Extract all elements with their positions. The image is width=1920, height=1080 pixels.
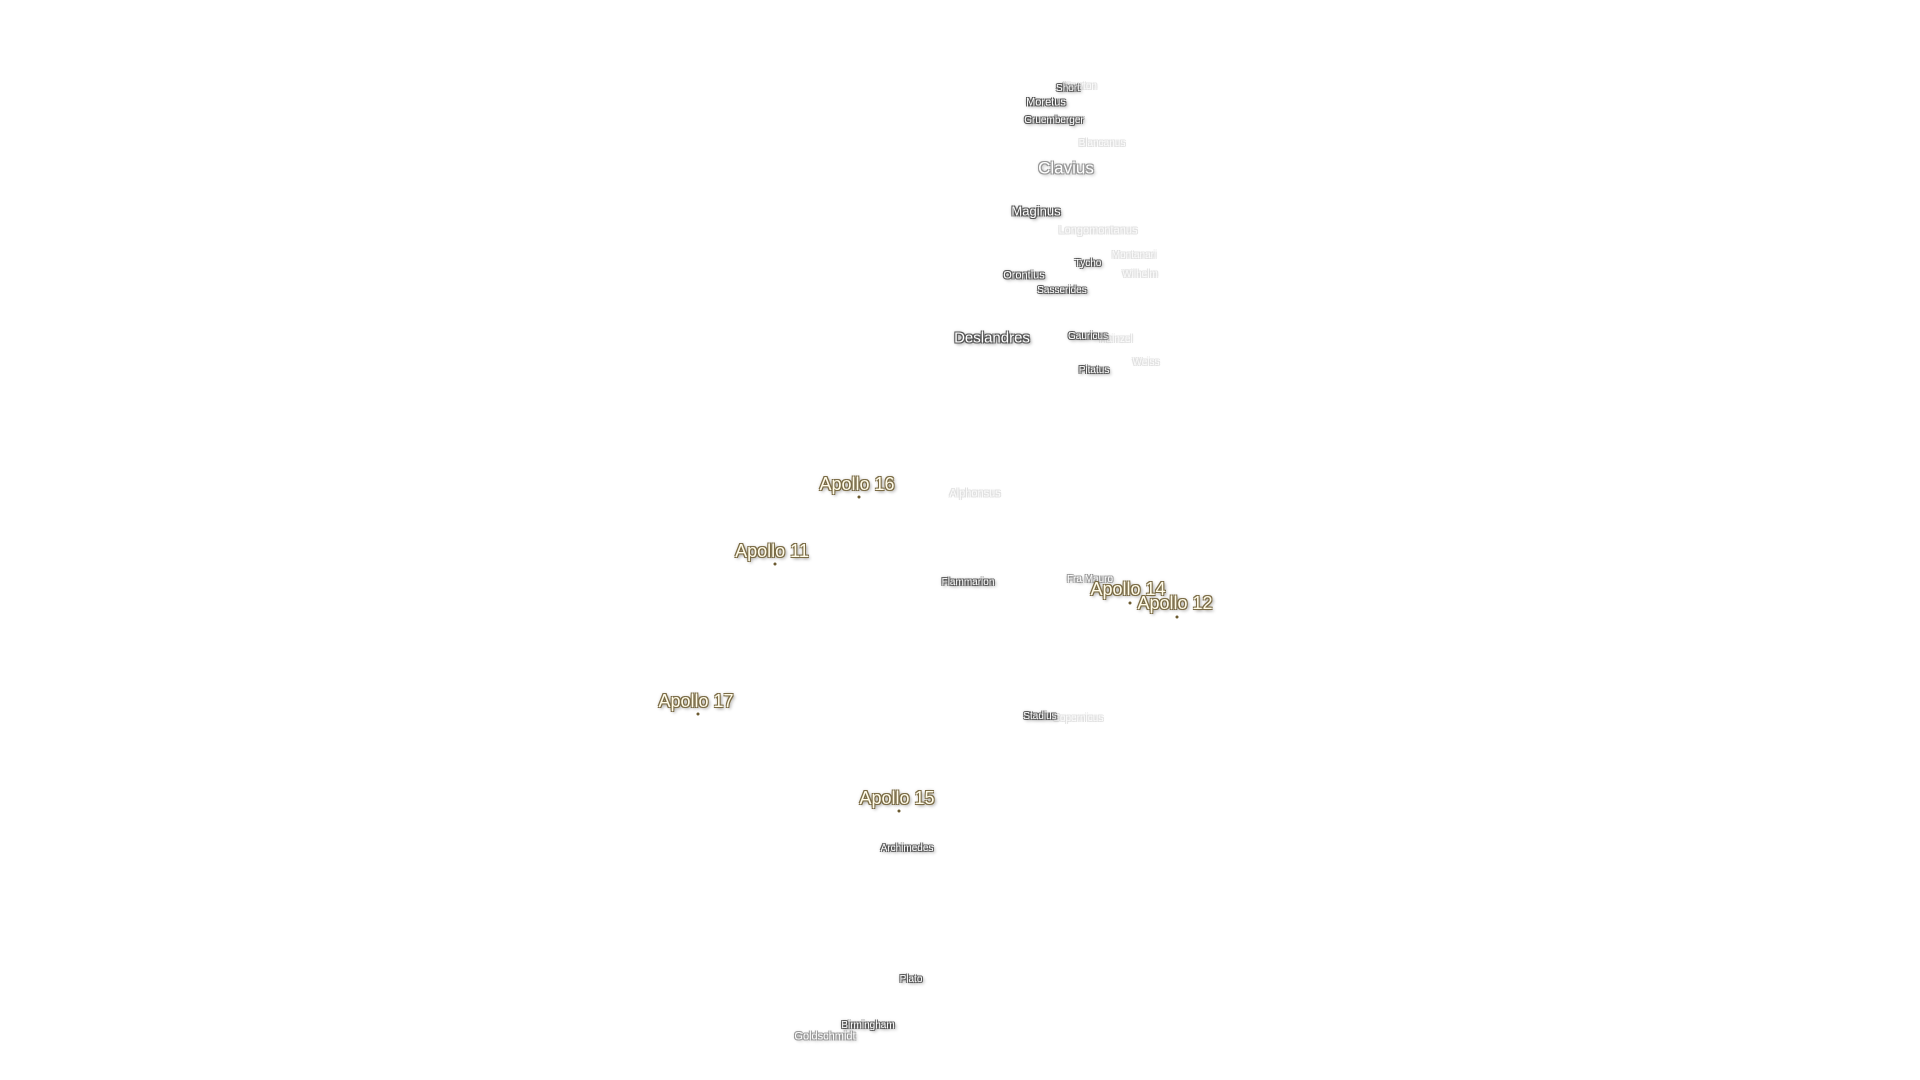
crater-label-blancanus[interactable]: Blancanus — [1078, 138, 1126, 149]
crater-label-gruemberger[interactable]: Gruemberger — [1024, 115, 1084, 126]
crater-label-pitatus[interactable]: Pitatus — [1078, 365, 1110, 376]
crater-label-hainzel[interactable]: Hainzel — [1099, 334, 1133, 345]
crater-label-flammarion[interactable]: Flammarion — [941, 577, 995, 588]
landing-site-marker-apollo-12[interactable] — [1175, 615, 1179, 619]
landing-site-marker-apollo-15[interactable] — [897, 809, 901, 813]
crater-label-birmingham[interactable]: Birmingham — [841, 1020, 895, 1031]
landing-site-label-apollo-14[interactable]: Apollo 14 — [1090, 579, 1166, 599]
landing-site-marker-apollo-14[interactable] — [1128, 601, 1132, 605]
landing-site-marker-apollo-16[interactable] — [857, 495, 861, 499]
crater-label-montanari[interactable]: Montanari — [1111, 250, 1157, 261]
landing-site-marker-apollo-17[interactable] — [696, 712, 700, 716]
crater-label-clavius[interactable]: Clavius — [1038, 158, 1094, 178]
crater-label-orontius[interactable]: Orontius — [1003, 269, 1045, 282]
crater-label-moretus[interactable]: Moretus — [1026, 96, 1066, 109]
crater-label-tycho[interactable]: Tycho — [1074, 258, 1102, 269]
crater-label-stadius[interactable]: Stadius — [1023, 711, 1057, 722]
landing-site-label-apollo-12[interactable]: Apollo 12 — [1137, 593, 1213, 613]
crater-label-archimedes[interactable]: Archimedes — [880, 843, 934, 854]
crater-label-newton[interactable]: Newton — [1063, 81, 1097, 92]
landing-site-label-apollo-11[interactable]: Apollo 11 — [735, 541, 809, 561]
crater-label-sasserides[interactable]: Sasserides — [1037, 285, 1087, 296]
crater-label-alphonsus[interactable]: Alphonsus — [949, 487, 1001, 500]
crater-label-goldschmidt[interactable]: Goldschmidt — [794, 1030, 856, 1043]
crater-label-weiss[interactable]: Weiss — [1132, 357, 1160, 368]
crater-label-short[interactable]: Short — [1056, 83, 1080, 94]
crater-label-longomontanus[interactable]: Longomontanus — [1058, 224, 1138, 237]
crater-label-wilhelm[interactable]: Wilhelm — [1122, 269, 1158, 280]
crater-label-plato[interactable]: Plato — [899, 974, 923, 985]
crater-label-gauricus[interactable]: Gauricus — [1067, 331, 1109, 342]
crater-label-copernicus[interactable]: Copernicus — [1052, 713, 1104, 724]
landing-site-marker-apollo-11[interactable] — [773, 562, 777, 566]
landing-site-label-apollo-17[interactable]: Apollo 17 — [658, 691, 734, 711]
landing-site-label-apollo-16[interactable]: Apollo 16 — [819, 474, 895, 494]
landing-site-label-apollo-15[interactable]: Apollo 15 — [859, 788, 935, 808]
crater-label-fra-mauro[interactable]: Fra Mauro — [1066, 574, 1114, 585]
crater-label-deslandres[interactable]: Deslandres — [954, 329, 1030, 347]
crater-label-maginus[interactable]: Maginus — [1011, 203, 1061, 219]
